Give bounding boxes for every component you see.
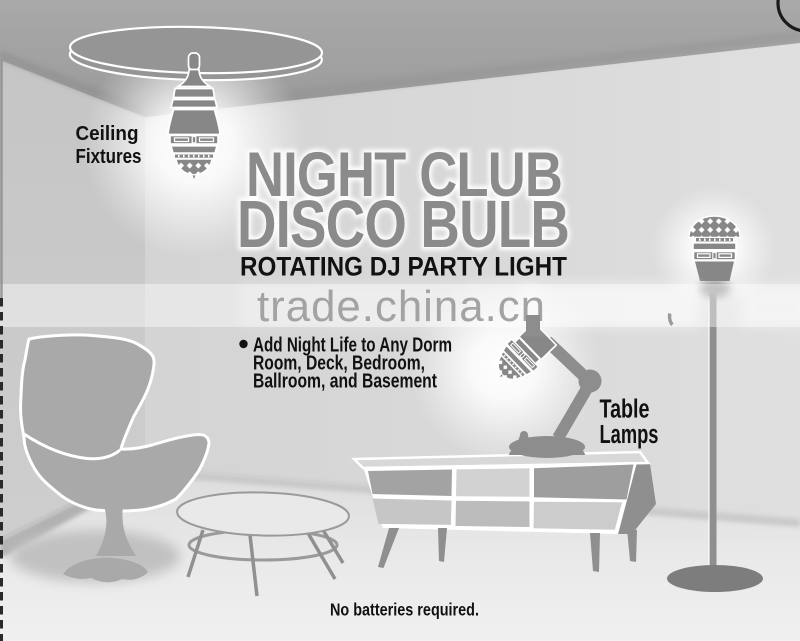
svg-text:Lamps: Lamps [600, 421, 659, 449]
svg-text:Room, Deck, Bedroom,: Room, Deck, Bedroom, [253, 353, 425, 375]
svg-text:NIGHT CLUB: NIGHT CLUB [246, 140, 562, 210]
svg-text:NIGHT CLUB: NIGHT CLUB [246, 140, 562, 210]
svg-text:Fixtures: Fixtures [76, 146, 142, 168]
svg-text:Ceiling: Ceiling [76, 123, 139, 145]
svg-text:Table: Table [600, 396, 650, 424]
svg-text:No batteries required.: No batteries required. [330, 600, 479, 620]
svg-text:Add Night Life to Any Dorm: Add Night Life to Any Dorm [253, 335, 452, 357]
svg-text:Ballroom, and Basement: Ballroom, and Basement [253, 371, 437, 393]
svg-text:DISCO BULB: DISCO BULB [237, 188, 569, 262]
svg-text:DISCO BULB: DISCO BULB [237, 188, 569, 262]
svg-text:trade.china.cn: trade.china.cn [257, 282, 546, 331]
svg-text:ROTATING DJ PARTY LIGHT: ROTATING DJ PARTY LIGHT [240, 252, 567, 282]
